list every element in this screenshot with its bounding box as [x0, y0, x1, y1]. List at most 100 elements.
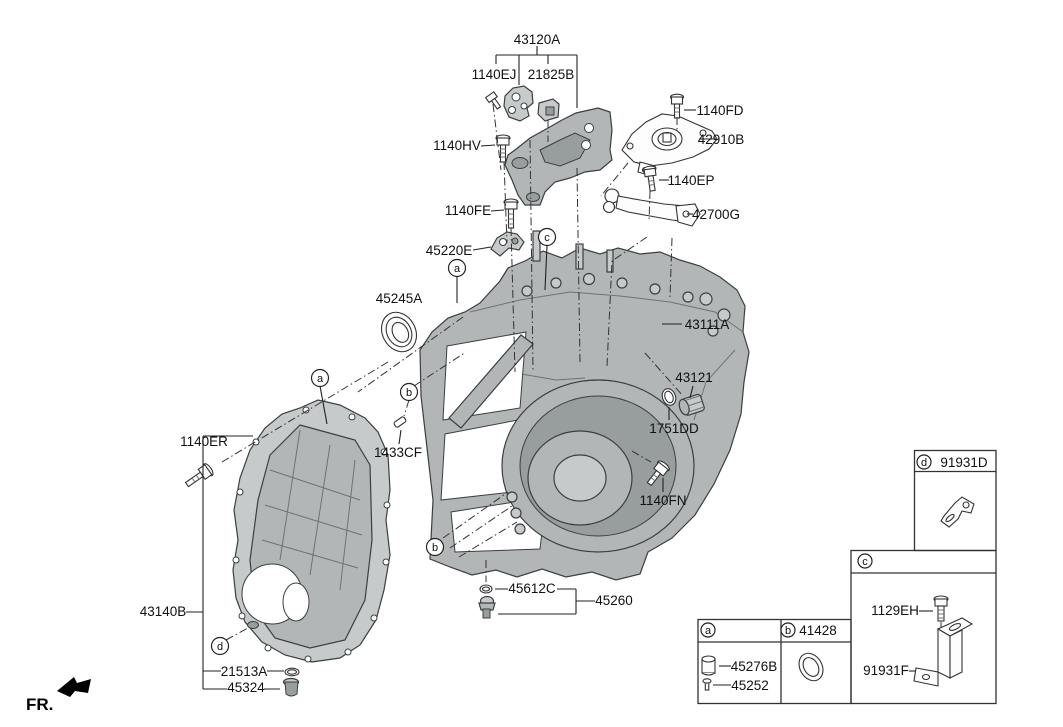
label-43140b: 43140B	[140, 604, 187, 619]
bolt-1140fn-shaft	[646, 469, 662, 487]
axis-mount-plate	[529, 139, 534, 371]
part-45276b	[701, 655, 716, 676]
callout-b-lower-circle	[425, 537, 445, 557]
axis-43121	[644, 352, 684, 397]
plug-43121-group	[661, 388, 705, 416]
mount-hole-1	[584, 123, 594, 133]
bolt-1140fd	[669, 93, 685, 119]
label-45245a: 45245A	[376, 291, 423, 306]
leader-43121	[689, 385, 694, 399]
label-1129eh: 1129EH	[871, 603, 919, 618]
axis-callout-bl-2	[449, 505, 513, 549]
axis-42910b-right	[669, 237, 673, 299]
bell-housing-hub	[553, 454, 607, 502]
part-45276b-top	[701, 655, 716, 663]
label-21513a: 21513A	[221, 664, 268, 679]
drain-plug-group	[282, 667, 300, 697]
bracket-43120a-lines	[495, 46, 578, 108]
callout-a-table-circle	[700, 622, 716, 638]
label-1433cf: 1433CF	[374, 445, 422, 460]
callout-a-table-letter: a	[705, 625, 712, 637]
callout-c-case: c	[537, 227, 557, 247]
axis-1140ep	[648, 190, 651, 223]
callout-c-table-letter: c	[862, 556, 868, 568]
case-boss-9	[707, 325, 719, 337]
bolt-1129eh-head	[934, 598, 948, 607]
stem-callout-c	[544, 245, 548, 291]
bracket-91931f-foot-hole	[921, 673, 931, 681]
leader-1140hv	[480, 144, 496, 147]
bracket-43140b-lines	[186, 435, 284, 690]
plug-45324-body	[284, 681, 299, 697]
fr-label: FR.	[26, 695, 53, 714]
bolt-1140ep-thread-2	[649, 184, 655, 186]
bolt-1140ep-shaft	[647, 174, 656, 192]
case-stud-1	[532, 230, 541, 262]
cover-hole-6	[370, 614, 378, 622]
bracket-45260-lines	[495, 588, 595, 615]
cover-rib-4	[279, 429, 301, 561]
callout-d-table-circle	[916, 454, 932, 470]
plug-facet-1	[685, 395, 700, 401]
axis-1140ej	[492, 103, 502, 171]
case-boss-5	[649, 283, 661, 295]
callout-a-table: a	[700, 622, 716, 638]
pin-1433cf-body	[393, 416, 407, 428]
case-boss-12	[514, 523, 526, 535]
label-42700g: 42700G	[692, 207, 740, 222]
callout-d-cover-letter: d	[217, 641, 223, 653]
part-45252	[702, 678, 712, 691]
box-ab	[697, 618, 852, 705]
callout-b-lower-letter: b	[432, 542, 438, 554]
cover-rib-5	[309, 444, 331, 576]
part-41428	[798, 652, 824, 682]
bracket-45220e-hole-1	[499, 238, 507, 246]
cover-rib-3	[261, 539, 359, 569]
roll-rod-42700g	[602, 188, 701, 227]
axis-1140fn	[631, 450, 652, 463]
bolt-1140er-shaft	[184, 471, 204, 488]
label-1140fn: 1140FN	[639, 493, 686, 508]
bolt-1140hv	[495, 134, 511, 163]
callout-b-upper-letter: b	[406, 387, 412, 399]
label-45260: 45260	[595, 593, 633, 608]
fr-indicator: FR.	[26, 677, 91, 714]
label-21825b: 21825B	[528, 67, 575, 82]
label-45324: 45324	[227, 680, 265, 695]
oring-45612c-inner	[481, 586, 491, 592]
cover-rib-1	[269, 469, 361, 501]
callout-d-cover: d	[210, 636, 230, 656]
bolt-1140er	[184, 463, 214, 488]
roll-rod-eye-2	[602, 200, 616, 214]
case-boss-3	[582, 272, 596, 286]
case-boss-8	[717, 308, 731, 322]
callout-b-upper: b	[399, 382, 419, 402]
cover-hole-9	[264, 644, 272, 652]
bolt-1140ep-head	[643, 167, 657, 178]
seal-inner	[391, 321, 410, 343]
case-boss-11	[510, 507, 522, 519]
callout-b-table-letter: b	[785, 625, 791, 637]
breather-stem	[482, 608, 491, 619]
cover-hole-8	[304, 655, 312, 663]
axis-1140er	[221, 361, 389, 463]
bolt-1140ep-thread-1	[648, 180, 654, 182]
cover-hole-2	[348, 413, 356, 421]
callout-c-case-circle	[537, 227, 557, 247]
cover-drain-bolt	[247, 621, 259, 629]
bracket-45220e-body	[490, 231, 525, 257]
bracket-91931f	[913, 617, 974, 687]
callout-c-table-circle	[857, 553, 873, 569]
case-boss-6	[682, 291, 694, 303]
label-42910b: 42910B	[698, 132, 745, 147]
callout-a-cover: a	[310, 368, 330, 388]
bracket-91931f-side	[949, 629, 963, 679]
axis-lines	[221, 103, 942, 648]
case-stud-2	[575, 243, 584, 270]
leader-1433cf	[398, 429, 402, 445]
callout-a-case-letter: a	[454, 263, 461, 275]
leader-45220e	[472, 246, 492, 251]
stem-callout-a-left	[319, 385, 328, 425]
leader-lines	[186, 46, 933, 690]
